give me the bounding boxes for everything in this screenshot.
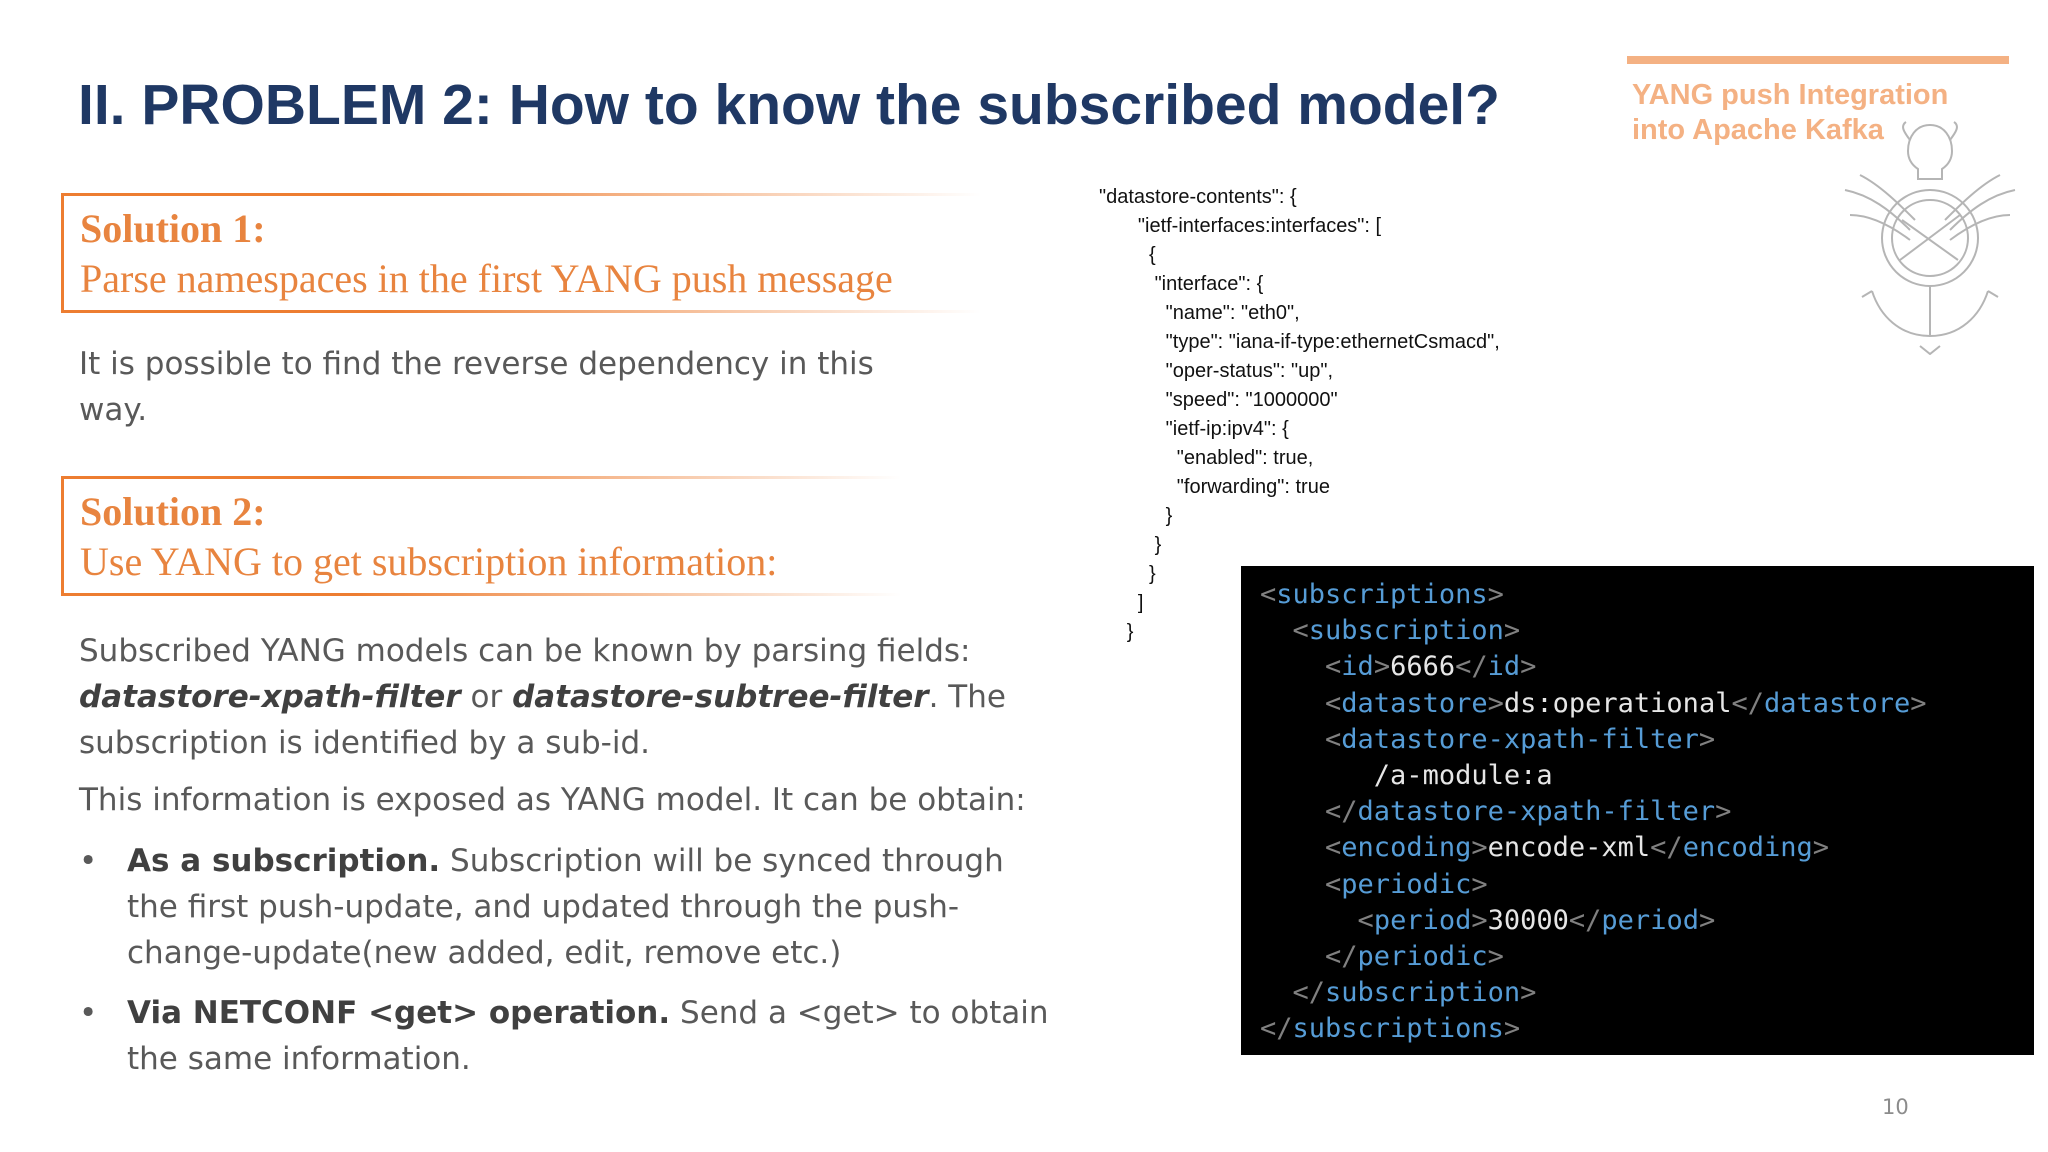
bullet-item-subscription: • As a subscription. Subscription will b…: [79, 838, 1059, 976]
xml-line-subscriptions-open: <subscriptions>: [1260, 579, 1504, 610]
solution-1-heading: Solution 1:: [80, 206, 266, 251]
xml-line-xpath-value: /a-module:a: [1373, 760, 1553, 792]
json-line: "ietf-ip:ipv4": {: [1099, 418, 1289, 440]
slide-title: II. PROBLEM 2: How to know the subscribe…: [78, 73, 1500, 137]
json-line: "speed": "1000000": [1099, 389, 1338, 411]
field-subtree-filter: datastore-subtree-filter: [512, 679, 929, 715]
xml-line-periodic-close: </periodic>: [1325, 941, 1504, 973]
bullet-item-netconf-get: • Via NETCONF <get> operation. Send a <g…: [79, 990, 1059, 1082]
bullet-dot-icon: •: [79, 843, 98, 879]
xml-line-datastore: <datastore>ds:operational</datastore>: [1325, 687, 1927, 719]
json-line: "oper-status": "up",: [1099, 360, 1334, 382]
academic-crest-logo: [1844, 121, 2016, 355]
brand-line-1: YANG push Integration: [1632, 79, 1949, 111]
json-line: ]: [1099, 592, 1144, 614]
or-word: or: [470, 679, 503, 715]
solution-1-text: Parse namespaces in the first YANG push …: [80, 256, 893, 301]
exposed-paragraph: This information is exposed as YANG mode…: [79, 782, 1026, 818]
page-number: 10: [1882, 1095, 1909, 1119]
brand-accent-line: [1627, 56, 2009, 64]
bullet-text: Subscription will be synced through the …: [127, 843, 1004, 971]
xml-line-periodic-open: <periodic>: [1325, 868, 1488, 900]
bullet-list: • As a subscription. Subscription will b…: [79, 838, 1059, 1096]
xml-line-xpath-open: <datastore-xpath-filter>: [1325, 723, 1716, 755]
brand-line-2: into Apache Kafka: [1632, 114, 1884, 146]
xml-line-id: <id>6666</id>: [1325, 651, 1537, 683]
bullet-bold: Via NETCONF <get> operation.: [127, 995, 671, 1031]
json-line: "interface": {: [1099, 273, 1264, 295]
solution-1-body: It is possible to find the reverse depen…: [79, 346, 874, 428]
solution-2-heading: Solution 2:: [80, 489, 266, 534]
solution-1-box: Solution 1: Parse namespaces in the firs…: [61, 193, 980, 313]
json-line: "ietf-interfaces:interfaces": [: [1099, 215, 1382, 237]
brand-caption: YANG push Integration into Apache Kafka: [1632, 78, 1948, 148]
xml-line-subscription-open: <subscription>: [1292, 615, 1521, 647]
bullet-dot-icon: •: [79, 995, 98, 1031]
json-line: }: [1099, 621, 1134, 643]
xml-line-xpath-close: </datastore-xpath-filter>: [1325, 796, 1732, 828]
xml-line-encoding: <encoding>encode-xml</encoding>: [1325, 832, 1829, 864]
json-line: "enabled": true,: [1099, 447, 1314, 469]
json-line: "name": "eth0",: [1099, 302, 1300, 324]
xml-code-panel: <subscriptions> <subscription> <id>6666<…: [1241, 566, 2034, 1055]
xml-line-period: <period>30000</period>: [1357, 904, 1716, 936]
paragraph-intro: Subscribed YANG models can be known by p…: [79, 633, 971, 669]
json-line: }: [1099, 534, 1162, 556]
field-xpath-filter: datastore-xpath-filter: [79, 679, 461, 715]
solution-2-text: Use YANG to get subscription information…: [80, 539, 778, 584]
bullet-bold: As a subscription.: [127, 843, 441, 879]
json-line: }: [1099, 505, 1173, 527]
json-example: "datastore-contents": { "ietf-interfaces…: [1099, 183, 1500, 647]
json-line: "forwarding": true: [1099, 476, 1330, 498]
paragraph-outro: . The subscription is identified by a su…: [79, 679, 1006, 761]
bullet-text: Send a <get> to obtain the same informat…: [127, 995, 1049, 1077]
json-line: }: [1099, 563, 1156, 585]
xml-line-subscriptions-close: </subscriptions>: [1260, 1013, 1521, 1045]
json-line: {: [1099, 244, 1156, 266]
subscribed-models-paragraph: Subscribed YANG models can be known by p…: [79, 628, 1019, 766]
solution-2-box: Solution 2: Use YANG to get subscription…: [61, 476, 900, 596]
json-line: "type": "iana-if-type:ethernetCsmacd",: [1099, 331, 1500, 353]
xml-line-subscription-close: </subscription>: [1292, 977, 1537, 1009]
json-line: "datastore-contents": {: [1099, 186, 1297, 208]
